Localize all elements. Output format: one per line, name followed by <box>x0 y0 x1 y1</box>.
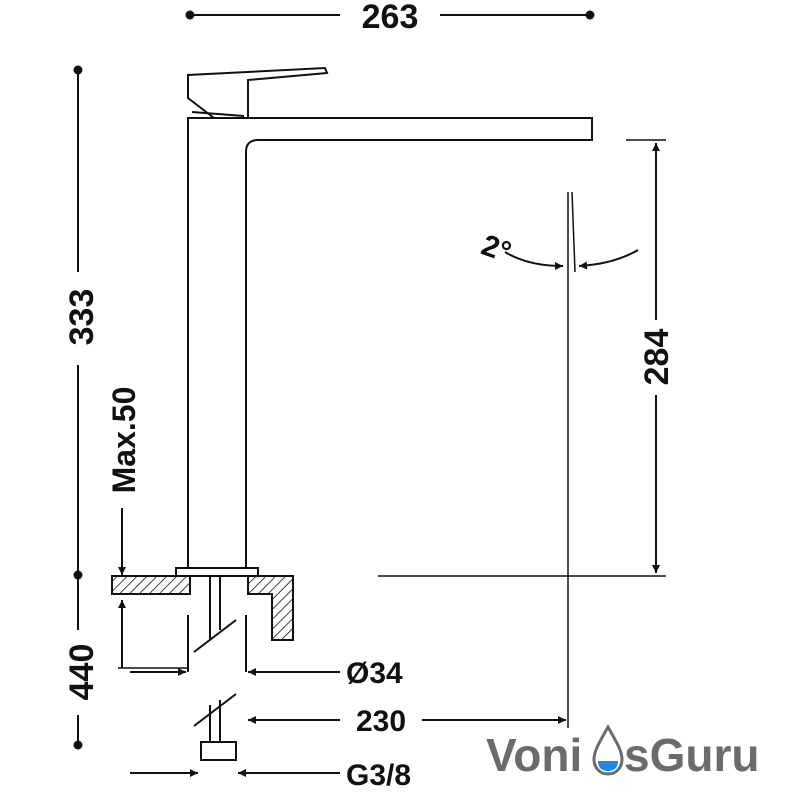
water-drop-icon <box>592 723 624 776</box>
dimension-thread: G3/8 <box>130 759 411 792</box>
height-value-440: 440 <box>63 644 101 701</box>
dimension-angle: 2° <box>477 229 639 270</box>
vonios-guru-logo: Voni sGuru <box>486 723 759 781</box>
logo-text-part2: sGuru <box>624 729 759 781</box>
thread-value: G3/8 <box>346 759 411 792</box>
dimension-width-263: 263 <box>185 0 595 36</box>
faucet-handle <box>187 66 329 119</box>
diameter-value: Ø34 <box>346 657 403 690</box>
height-value-284: 284 <box>638 329 676 386</box>
dimension-diameter: Ø34 <box>130 657 403 690</box>
dimension-max-50: Max.50 <box>106 387 188 669</box>
width-value: 263 <box>362 0 419 36</box>
supply-pipes <box>187 577 247 761</box>
dimension-height-284: 284 <box>638 143 676 573</box>
dimension-height-left: 333 440 <box>63 65 101 750</box>
faucet-spout <box>187 117 593 570</box>
faucet-body <box>187 66 593 570</box>
height-value-333: 333 <box>63 289 101 346</box>
max-label: Max.50 <box>106 387 142 494</box>
angle-value: 2° <box>477 229 515 270</box>
countertop-section <box>111 567 294 641</box>
projection-value: 230 <box>356 705 406 738</box>
water-stream-lines <box>378 139 666 728</box>
dimension-projection: 230 <box>248 705 566 738</box>
logo-text-part1: Voni <box>486 729 582 781</box>
